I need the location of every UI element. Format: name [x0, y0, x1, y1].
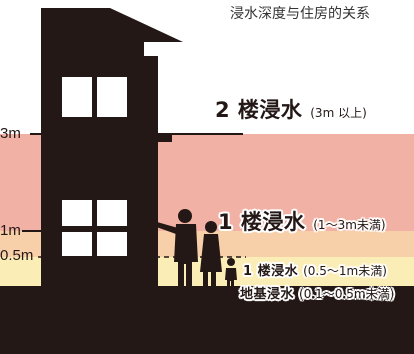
- level-1f-title: 1 楼浸水: [218, 210, 306, 234]
- level-1f-range: (1～3m未満): [313, 218, 386, 232]
- level-2f-title: 2 楼浸水: [215, 98, 303, 122]
- level-1f-flood: 1 楼浸水 (1～3m未満): [218, 206, 386, 236]
- depth-label-1m: 1m: [0, 222, 21, 239]
- level-2f-flood: 2 楼浸水 (3m 以上): [215, 94, 367, 124]
- house-windows: [62, 77, 127, 256]
- ground: [0, 286, 414, 354]
- depth-label-3m: 3m: [0, 125, 21, 142]
- level-foundation-range: (0.1～0.5m未満): [299, 287, 395, 301]
- depth-label-05m: 0.5m: [0, 247, 34, 264]
- family-silhouette: [148, 209, 237, 290]
- level-foundation-title: 地基浸水: [240, 287, 295, 302]
- level-1f-partial-range: (0.5～1m未満): [303, 264, 387, 278]
- page-title: 浸水深度与住房的关系: [230, 6, 370, 22]
- level-1f-partial-flood: 1 楼浸水 (0.5～1m未満): [243, 260, 387, 279]
- level-2f-range: (3m 以上): [310, 106, 367, 120]
- level-1f-partial-title: 1 楼浸水: [243, 264, 299, 279]
- level-foundation-flood: 地基浸水 (0.1～0.5m未満): [240, 283, 394, 302]
